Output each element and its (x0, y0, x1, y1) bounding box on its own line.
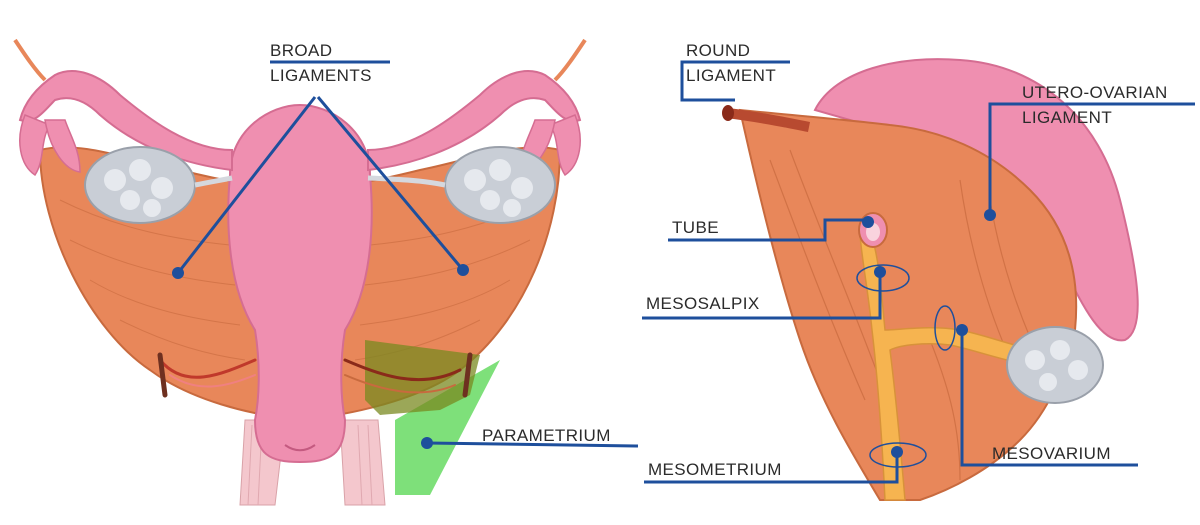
round-ligament-label-line1: ROUND (686, 41, 750, 60)
mesometrium-marker (891, 446, 903, 458)
mesosalpix-marker (874, 266, 886, 278)
mesovarium-label: MESOVARIUM (992, 444, 1111, 463)
parametrium-label: PARAMETRIUM (482, 426, 611, 445)
broad-ligament-left-marker (172, 267, 184, 279)
sagittal-ovary (1007, 327, 1103, 403)
frontal-view: BROAD LIGAMENTS PARAMETRIUM (15, 40, 638, 505)
round-ligament-label-line2: LIGAMENT (686, 66, 776, 85)
mesosalpix-label: MESOSALPIX (646, 294, 760, 313)
tube-marker (862, 216, 874, 228)
mesometrium-label: MESOMETRIUM (648, 460, 782, 479)
utero-ovarian-label-line1: UTERO-OVARIAN (1022, 83, 1168, 102)
sagittal-view: ROUND LIGAMENT UTERO-OVARIAN LIGAMENT TU… (642, 41, 1195, 500)
round-ligament-annotation: ROUND LIGAMENT (682, 41, 790, 100)
right-ovary (445, 147, 555, 223)
utero-ovarian-marker (984, 209, 996, 221)
left-ovary (85, 147, 195, 223)
right-round-ligament (555, 40, 585, 80)
parametrium-marker (421, 437, 433, 449)
mesovarium-marker (956, 324, 968, 336)
broad-ligament-right-marker (457, 264, 469, 276)
tube-label: TUBE (672, 218, 719, 237)
utero-ovarian-label-line2: LIGAMENT (1022, 108, 1112, 127)
broad-ligaments-label-line1: BROAD (270, 41, 332, 60)
tube-cross-section (859, 213, 887, 247)
left-round-ligament (15, 40, 45, 80)
broad-ligaments-label-line2: LIGAMENTS (270, 66, 372, 85)
